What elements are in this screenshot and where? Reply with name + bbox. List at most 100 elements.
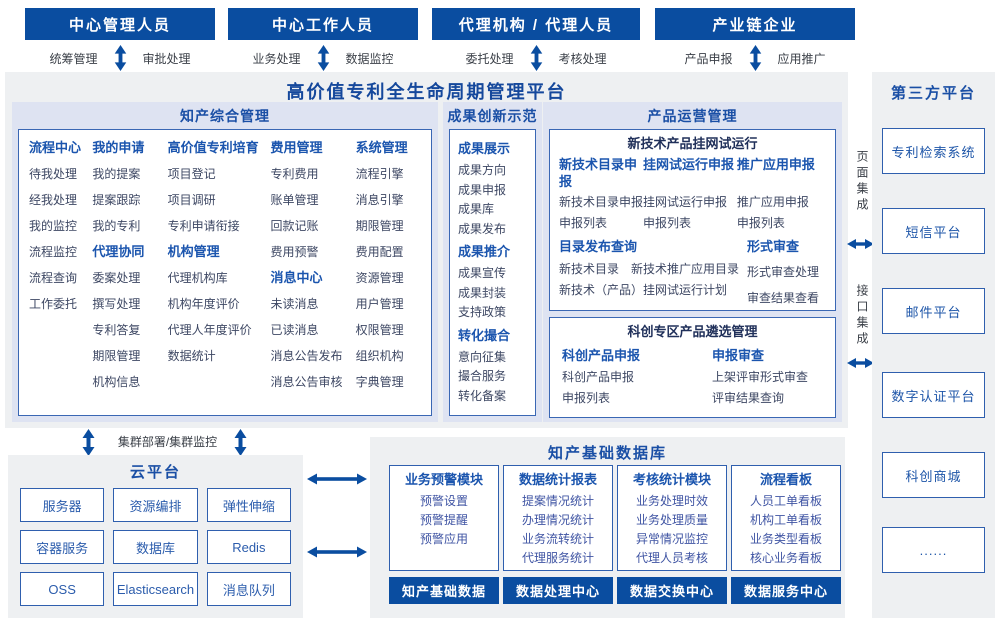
- third-party-item: 科创商城: [882, 452, 985, 498]
- menu-item: 委案处理: [92, 271, 141, 285]
- column-trial-run: 挂网试运行申报 挂网试运行申报申报列表: [643, 156, 737, 234]
- menu-item: 核心业务看板: [749, 551, 822, 565]
- menu-item: 撰写处理: [92, 297, 141, 311]
- actor-industry-chain: 产业链企业 产品申报 应用推广: [655, 8, 855, 71]
- menu-list: 代理机构库机构年度评价代理人年度评价数据统计: [168, 265, 271, 369]
- menu-item: 账单管理: [270, 193, 319, 207]
- horizontal-double-arrow-icon: [847, 358, 874, 368]
- menu-item: 期限管理: [92, 349, 141, 363]
- menu-item: 消息公告审核: [270, 375, 343, 389]
- trial-run-box: 新技术产品挂网试运行 新技术目录申报 新技术目录申报申报列表 挂网试运行申报 挂…: [549, 129, 836, 311]
- vertical-double-arrow-icon: [114, 45, 126, 71]
- menu-item: 我的提案: [92, 167, 141, 181]
- menu-item: 成果封装: [458, 285, 507, 300]
- menu-item: 字典管理: [355, 375, 404, 389]
- group-header: 转化撮合: [458, 327, 511, 343]
- menu-item: 机构信息: [92, 375, 141, 389]
- group-header: 高价值专利培育: [167, 140, 259, 155]
- menu-item: 消息引擎: [355, 193, 404, 207]
- actor-center-managers: 中心管理人员 统筹管理 审批处理: [25, 8, 215, 71]
- vertical-double-arrow-icon: [530, 45, 542, 71]
- menu-item: 代理机构库: [167, 271, 228, 285]
- module-header: 业务预警模块: [404, 472, 483, 487]
- group-header: 成果展示: [458, 141, 511, 156]
- menu-item: 预警设置: [419, 494, 468, 508]
- page-integration-label: 页面集成: [855, 150, 869, 214]
- horizontal-double-arrow-icon: [307, 546, 367, 558]
- menu-item: 支持政策: [458, 305, 507, 319]
- menu-item: 代理服务统计: [521, 551, 594, 565]
- menu-list: 未读消息已读消息消息公告发布消息公告审核: [271, 291, 356, 395]
- group-header: 我的申请: [92, 140, 145, 155]
- menu-item: 成果发布: [458, 221, 507, 236]
- cloud-service-item: OSS: [20, 572, 105, 606]
- actor-role-left: 统筹管理: [49, 51, 98, 66]
- platform-title: 高价值专利全生命周期管理平台: [286, 82, 567, 102]
- menu-item: 已读消息: [270, 323, 319, 337]
- column-fees: 费用管理 专利费用账单管理回款记账费用预警 消息中心 未读消息已读消息消息公告发…: [271, 135, 356, 415]
- module-process-board: 流程看板 人员工单看板机构工单看板业务类型看板核心业务看板: [731, 465, 841, 571]
- group-header: 消息中心: [270, 270, 323, 285]
- menu-item: 意向征集: [458, 349, 507, 364]
- menu-item: 我的监控: [29, 219, 78, 233]
- group-header: 费用管理: [270, 140, 323, 155]
- vertical-double-arrow-icon: [317, 45, 329, 71]
- menu-list: 待我处理经我处理我的监控流程监控流程查询工作委托: [29, 161, 92, 317]
- section-title: 知产综合管理: [180, 107, 270, 124]
- menu-item: 项目调研: [167, 193, 216, 207]
- menu-item: 代理人年度评价: [167, 323, 252, 337]
- menu-item: 业务处理时效: [635, 494, 708, 508]
- menu-list: 成果宣传成果封装支持政策: [458, 264, 535, 323]
- menu-item: 新技术推广应用目录: [631, 262, 740, 276]
- group-header: 形式审查: [747, 239, 800, 254]
- menu-item: 经我处理: [29, 193, 78, 207]
- menu-item: 消息公告发布: [270, 349, 343, 363]
- main-platform: 高价值专利全生命周期管理平台 知产综合管理 流程中心 待我处理经我处理我的监控流…: [5, 72, 848, 428]
- actor-role-right: 应用推广: [777, 51, 826, 66]
- actor-role-right: 审批处理: [142, 51, 191, 66]
- cloud-service-item: 弹性伸缩: [206, 488, 291, 522]
- group-header: 成果推介: [458, 244, 511, 259]
- actor-role-right: 考核处理: [558, 51, 607, 66]
- menu-item: 资源管理: [355, 271, 404, 285]
- actor-title: 中心管理人员: [25, 8, 215, 40]
- data-bar: 数据服务中心: [731, 577, 841, 604]
- cloud-service-item: 服务器: [20, 488, 105, 522]
- menu-item: 科创产品申报: [562, 370, 635, 384]
- interface-integration-label: 接口集成: [855, 284, 869, 348]
- menu-item: 流程引擎: [355, 167, 404, 181]
- menu-item: 流程查询: [29, 271, 78, 285]
- column-my-applications: 我的申请 我的提案提案跟踪我的专利 代理协同 委案处理撰写处理专利答复期限管理机…: [92, 135, 167, 415]
- menu-item: 撮合服务: [458, 369, 507, 383]
- actor-agencies: 代理机构 / 代理人员 委托处理 考核处理: [432, 8, 640, 71]
- menu-item: 新技术（产品）挂网试运行计划: [559, 283, 728, 297]
- menu-item: 申报列表: [643, 216, 692, 230]
- module-alert: 业务预警模块 预警设置预警提醒预警应用: [389, 465, 499, 571]
- data-bar: 数据处理中心: [503, 577, 613, 604]
- third-party-panel: 第三方平台 专利检索系统 短信平台 邮件平台 数字认证平台 科创商城 .....…: [872, 72, 995, 618]
- third-party-item: ......: [882, 527, 985, 573]
- actor-role-left: 产品申报: [684, 51, 733, 66]
- module-header: 考核统计模块: [632, 472, 711, 487]
- group-header: 新技术目录申报: [559, 157, 638, 189]
- module-statistics-report: 数据统计报表 提案情况统计办理情况统计业务流转统计代理服务统计: [503, 465, 613, 571]
- cloud-service-item: 消息队列: [206, 572, 291, 606]
- menu-item: 权限管理: [355, 323, 404, 337]
- menu-list: 我的提案提案跟踪我的专利: [92, 161, 167, 239]
- menu-list: 科创产品申报申报列表: [562, 367, 712, 409]
- menu-item: 组织机构: [355, 349, 404, 363]
- menu-item: 申报列表: [559, 216, 608, 230]
- menu-list: 提案情况统计办理情况统计业务流转统计代理服务统计: [504, 492, 612, 568]
- column-new-tech-catalog: 新技术目录申报 新技术目录申报申报列表: [559, 156, 643, 234]
- menu-item: 成果申报: [458, 182, 507, 197]
- ip-database-panel: 知产基础数据库 业务预警模块 预警设置预警提醒预警应用 数据统计报表 提案情况统…: [370, 437, 845, 618]
- menu-item: 业务流转统计: [521, 532, 594, 546]
- menu-item: 提案跟踪: [92, 193, 141, 207]
- menu-item: 提案情况统计: [521, 494, 594, 508]
- menu-list: 项目登记项目调研专利申请衔接: [168, 161, 271, 239]
- module-header: 数据统计报表: [518, 472, 597, 487]
- vertical-double-arrow-icon: [82, 429, 95, 456]
- actor-title: 产业链企业: [655, 8, 855, 40]
- panel-title: 云平台: [129, 464, 181, 481]
- menu-item: 专利费用: [270, 167, 319, 181]
